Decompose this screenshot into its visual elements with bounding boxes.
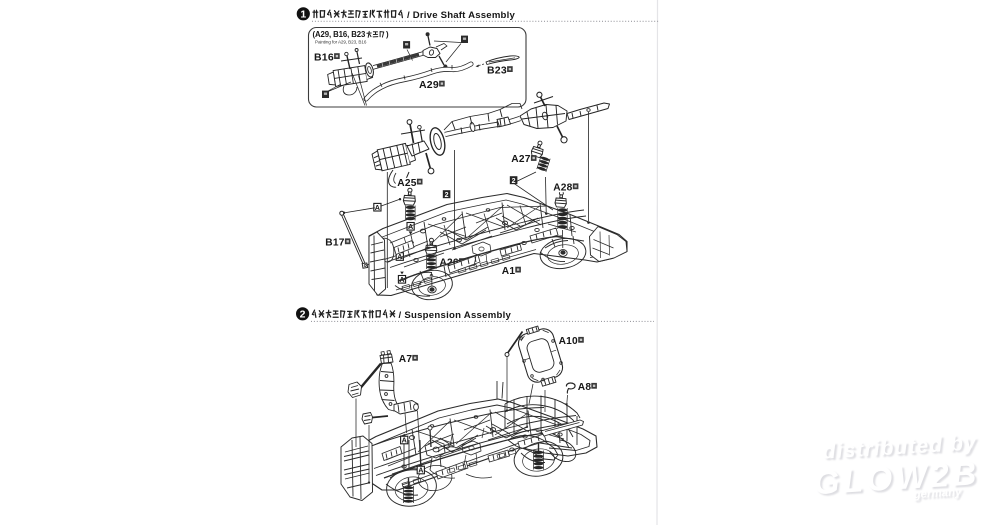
svg-text:): ) xyxy=(386,30,389,39)
svg-text:(A29, B16, B23: (A29, B16, B23 xyxy=(313,30,367,39)
svg-text:germany: germany xyxy=(914,488,964,503)
svg-text:A: A xyxy=(375,203,380,212)
svg-text:B23: B23 xyxy=(487,65,507,77)
svg-text:2: 2 xyxy=(445,192,449,199)
svg-text:A10: A10 xyxy=(559,336,578,347)
svg-text:A29: A29 xyxy=(419,79,439,91)
svg-text:B17: B17 xyxy=(325,238,344,249)
svg-text:B16: B16 xyxy=(314,52,334,64)
svg-text:/ Drive Shaft Assembly: / Drive Shaft Assembly xyxy=(407,10,515,21)
svg-text:A: A xyxy=(402,436,407,445)
svg-text:A1: A1 xyxy=(502,266,516,277)
svg-text:A8: A8 xyxy=(578,382,592,393)
svg-text:A7: A7 xyxy=(399,354,413,365)
svg-text:1: 1 xyxy=(300,8,306,20)
svg-text:A27: A27 xyxy=(511,154,530,165)
svg-text:A25: A25 xyxy=(397,178,416,189)
svg-text:2: 2 xyxy=(300,308,306,320)
svg-text:A28: A28 xyxy=(553,183,572,194)
svg-text:2: 2 xyxy=(512,178,516,185)
svg-text:A: A xyxy=(418,466,423,475)
svg-text:/ Suspension Assembly: / Suspension Assembly xyxy=(399,310,512,321)
svg-text:Painting for A29, B23, B16: Painting for A29, B23, B16 xyxy=(315,40,367,45)
svg-text:A: A xyxy=(397,252,402,261)
svg-text:germany: germany xyxy=(912,486,962,501)
